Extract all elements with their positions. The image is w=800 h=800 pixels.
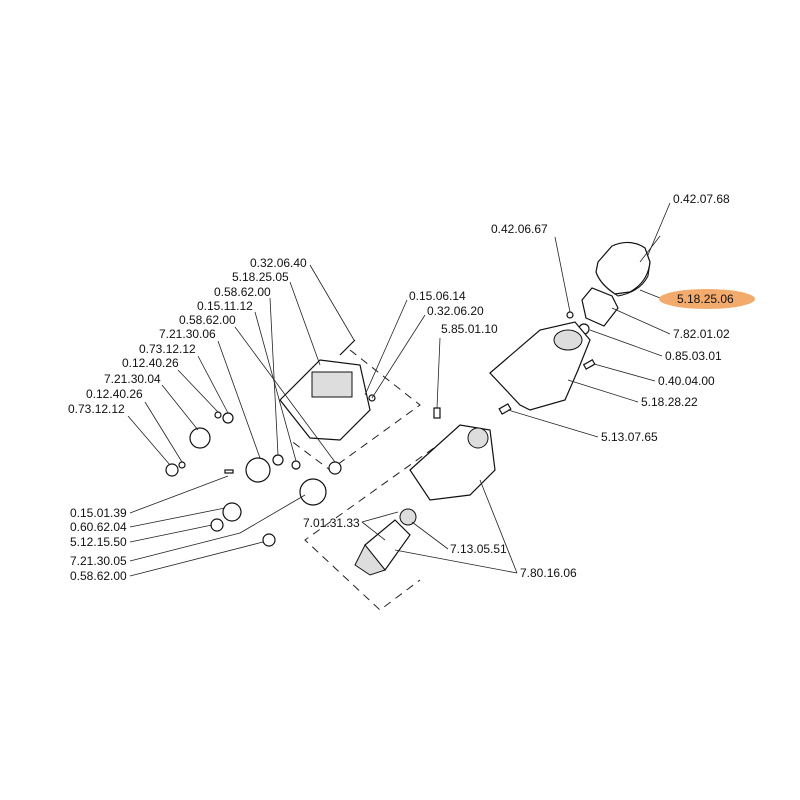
part-label[interactable]: 0.42.06.67 [491,222,548,236]
gear-7-21-30-04[interactable] [189,427,211,449]
screw-0-42-06-67[interactable] [566,311,574,319]
motor-housing-7-80-16-06[interactable] [409,424,496,501]
pin-5-13-07-65[interactable] [498,403,512,415]
gear-7-21-30-05[interactable] [299,478,327,506]
part-label[interactable]: 5.13.07.65 [601,430,658,444]
cover-5-18-25-06[interactable] [595,241,651,297]
part-label[interactable]: 7.21.30.04 [104,372,161,386]
part-label[interactable]: 7.82.01.02 [673,327,730,341]
part-label-highlighted[interactable]: 5.18.25.06 [677,292,734,306]
part-label[interactable]: 0.60.62.04 [70,520,127,534]
part-label[interactable]: 0.15.01.39 [70,506,127,520]
highlight-marker [659,289,755,309]
part-label[interactable]: 5.18.28.22 [641,395,698,409]
part-label[interactable]: 7.13.05.51 [450,542,507,556]
screw-0-32-06-40[interactable] [339,339,356,356]
part-label[interactable]: 0.58.62.00 [179,313,236,327]
clip-0-15-11-12[interactable] [291,460,301,470]
part-label[interactable]: 0.58.62.00 [214,285,271,299]
part-label[interactable]: 0.12.40.26 [122,356,179,370]
part-label[interactable]: 0.12.40.26 [86,387,143,401]
bearing-0-58-62-00-a[interactable] [328,461,342,475]
seal-5-12-15-50[interactable] [210,518,224,532]
washer-0-12-40-26-a[interactable] [214,411,222,419]
part-label[interactable]: 0.32.06.40 [250,256,307,270]
assembly-guide-lower [304,439,446,611]
screw-5-85-01-10[interactable] [433,407,441,419]
key-0-15-01-39[interactable] [224,469,234,474]
gear-7-21-30-06[interactable] [245,457,271,483]
washer-0-12-40-26-b[interactable] [178,461,186,469]
part-label[interactable]: 0.85.03.01 [665,349,722,363]
bearing-0-58-62-00-b[interactable] [272,454,284,466]
part-label[interactable]: 5.85.01.10 [441,322,498,336]
part-label[interactable]: 7.21.30.06 [159,327,216,341]
part-label[interactable]: 5.18.25.05 [232,270,289,284]
leader-lines [127,202,671,577]
part-label[interactable]: 0.15.11.12 [197,299,253,313]
bearing-0-58-62-00-c[interactable] [262,533,276,547]
part-label[interactable]: 0.73.12.12 [139,342,196,356]
armature-7-01-31-33[interactable] [354,508,417,576]
part-label[interactable]: 0.42.07.68 [673,192,730,206]
part-label[interactable]: 7.80.16.06 [520,566,577,580]
bearing-0-73-12-12-b[interactable] [165,463,179,477]
part-label[interactable]: 5.12.15.50 [70,535,127,549]
part-label[interactable]: 0.58.62.00 [70,569,127,583]
part-label[interactable]: 0.32.06.20 [427,304,484,318]
part-label[interactable]: 0.40.04.00 [658,374,715,388]
screw-0-40-04-00[interactable] [582,358,596,370]
part-label[interactable]: 0.15.06.14 [409,289,466,303]
bearing-0-73-12-12-a[interactable] [222,412,234,424]
bearing-0-60-62-04[interactable] [222,502,242,522]
gear-head-7-82-01-02[interactable] [581,287,619,327]
part-label[interactable]: 7.21.30.05 [70,554,127,568]
part-label[interactable]: 7.01.31.33 [303,516,360,530]
housing-5-18-28-22[interactable] [489,321,591,411]
gearbox-plate-5-18-25-05[interactable] [279,359,371,441]
part-label[interactable]: 0.73.12.12 [68,402,125,416]
